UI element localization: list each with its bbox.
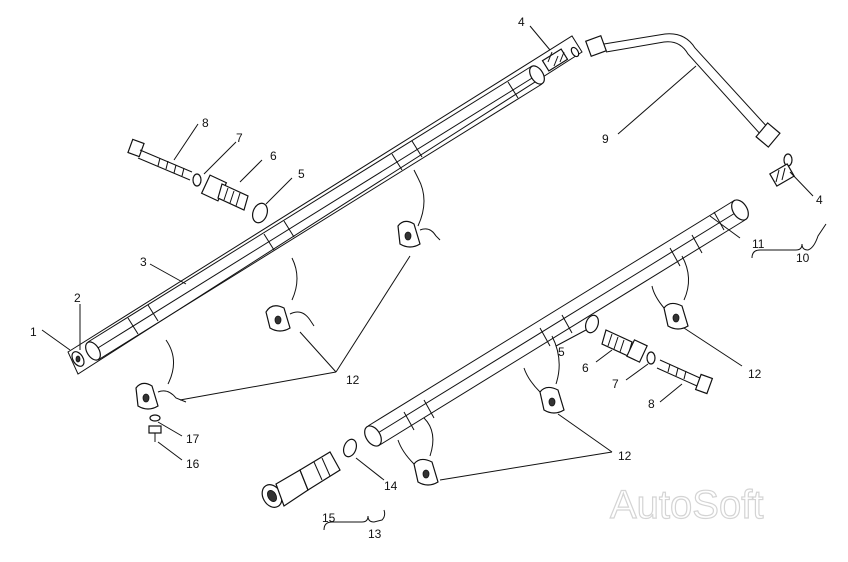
arrow-clip-upper-3 xyxy=(165,339,174,385)
seal-ring-lower xyxy=(584,314,600,334)
clip-lower-2 xyxy=(523,367,565,414)
label-16: 16 xyxy=(186,457,200,471)
label-12-lower: 12 xyxy=(618,449,632,463)
label-15: 15 xyxy=(322,511,336,525)
union-nut-right xyxy=(769,153,795,187)
seal-ring-14 xyxy=(342,438,358,458)
label-11: 11 xyxy=(752,237,765,251)
label-4-upper: 4 xyxy=(518,15,525,29)
arrow-clip-lower-1 xyxy=(681,255,689,301)
leader-lines xyxy=(41,25,827,531)
label-7-upper: 7 xyxy=(236,131,243,145)
label-6-upper: 6 xyxy=(270,149,277,163)
label-12-upper: 12 xyxy=(346,373,360,387)
bolt-lower xyxy=(656,359,714,395)
washer-upper xyxy=(192,173,202,187)
watermark-logo: AutoSoft xyxy=(610,483,763,527)
label-9: 9 xyxy=(602,132,609,146)
upper-rail-frame xyxy=(67,35,583,375)
plug-part-2 xyxy=(71,351,85,367)
screw-16 xyxy=(148,414,162,442)
label-14: 14 xyxy=(384,479,398,493)
washer-lower xyxy=(646,351,656,365)
label-4-right: 4 xyxy=(816,193,823,207)
label-17: 17 xyxy=(186,432,200,446)
label-12-right: 12 xyxy=(748,367,762,381)
label-7-lower: 7 xyxy=(612,377,619,391)
label-1: 1 xyxy=(30,325,37,339)
label-6-lower: 6 xyxy=(582,361,589,375)
arrow-clip-upper-1 xyxy=(413,169,425,227)
clip-lower-1 xyxy=(651,285,689,330)
union-nut-upper xyxy=(541,46,580,72)
end-fitting-15 xyxy=(261,451,341,508)
clip-upper-1 xyxy=(397,220,441,248)
upper-rail-tube xyxy=(85,65,545,361)
label-10: 10 xyxy=(796,251,810,265)
clip-lower-3 xyxy=(397,439,439,486)
label-5-lower: 5 xyxy=(558,345,565,359)
fitting-upper xyxy=(200,174,249,211)
label-2: 2 xyxy=(74,291,81,305)
lower-rail-tube xyxy=(364,199,749,447)
arrow-clip-lower-3 xyxy=(423,417,434,457)
seal-ring-upper xyxy=(251,202,269,224)
arrow-clip-upper-2 xyxy=(291,257,298,301)
clip-upper-3 xyxy=(135,382,187,410)
label-8-upper: 8 xyxy=(202,116,209,130)
clip-upper-2 xyxy=(265,305,315,332)
label-3: 3 xyxy=(140,255,147,269)
fitting-lower xyxy=(601,329,648,363)
label-8-lower: 8 xyxy=(648,397,655,411)
arrow-clip-lower-2 xyxy=(551,335,560,385)
label-5-upper: 5 xyxy=(298,167,305,181)
bolt-upper xyxy=(127,138,193,181)
return-pipe xyxy=(584,33,781,148)
label-13: 13 xyxy=(368,527,382,541)
